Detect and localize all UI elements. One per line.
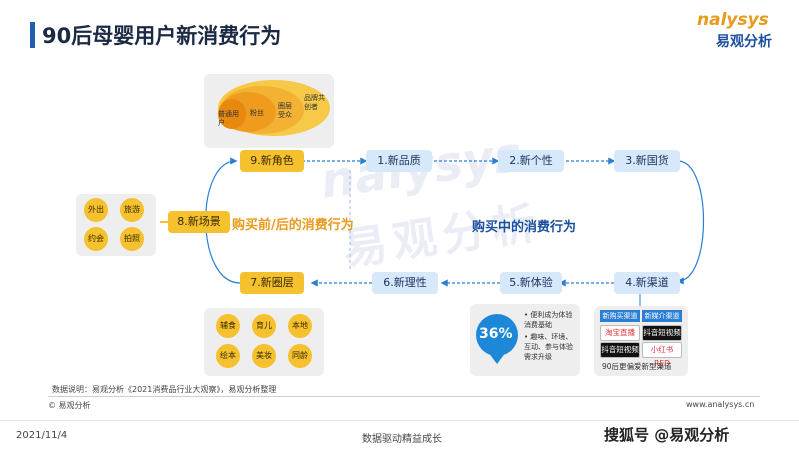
circle-picturebook: 绘本 bbox=[216, 344, 240, 368]
step-4-new-channel: 4.新渠道 bbox=[614, 272, 680, 294]
step-8-new-scene: 8.新场景 bbox=[168, 211, 230, 233]
channel-taobao-live: 淘宝直播 bbox=[600, 325, 640, 341]
footer-divider bbox=[48, 396, 760, 397]
channel-panel: 新购买渠道 新媒介渠道 淘宝直播 抖音短视频 抖音短视频 小红书RED 90后更… bbox=[594, 306, 688, 376]
step-2-new-personality: 2.新个性 bbox=[498, 150, 564, 172]
step-5-new-experience: 5.新体验 bbox=[500, 272, 562, 294]
in-purchase-label: 购买中的消费行为 bbox=[472, 220, 577, 235]
onion-label-4: 品牌共创者 bbox=[304, 94, 325, 111]
footer-date: 2021/11/4 bbox=[16, 430, 68, 441]
step-3-new-domestic: 3.新国货 bbox=[614, 150, 680, 172]
channel-header-media: 新媒介渠道 bbox=[642, 310, 682, 322]
channel-douyin-2: 抖音短视频 bbox=[600, 342, 640, 358]
brand-logo-cn: 易观分析 bbox=[716, 34, 772, 50]
circle-beauty: 美妆 bbox=[252, 344, 276, 368]
experience-panel: 36% • 便利成为体验消费基础 • 趣味、环境、互动、参与体验需求升级 bbox=[470, 304, 580, 376]
website: www.analysys.cn bbox=[686, 400, 755, 409]
experience-bullet-1: • 便利成为体验消费基础 bbox=[524, 311, 573, 329]
page-title: 90后母婴用户新消费行为 bbox=[42, 24, 282, 48]
circle-peer: 同龄 bbox=[288, 344, 312, 368]
step-6-new-rational: 6.新理性 bbox=[372, 272, 438, 294]
circle-parenting: 育儿 bbox=[252, 314, 276, 338]
footer-center: 数据驱动精益成长 bbox=[362, 434, 442, 445]
onion-label-2: 粉丝 bbox=[250, 109, 264, 117]
step-9-new-role: 9.新角色 bbox=[240, 150, 304, 172]
onion-diagram bbox=[218, 80, 330, 136]
title-accent-bar bbox=[30, 22, 35, 48]
experience-bullet-2: • 趣味、环境、互动、参与体验需求升级 bbox=[524, 333, 573, 361]
pre-post-purchase-label: 购买前/后的消费行为 bbox=[232, 218, 354, 233]
circle-local: 本地 bbox=[288, 314, 312, 338]
channel-douyin-1: 抖音短视频 bbox=[642, 325, 682, 341]
scene-circle-date: 约会 bbox=[84, 227, 108, 251]
role-panel: 普通用户 粉丝 圈层受众 品牌共创者 bbox=[204, 74, 334, 148]
channel-caption: 90后更偏爱新型渠道 bbox=[602, 362, 672, 371]
scene-circle-photo: 拍照 bbox=[120, 227, 144, 251]
channel-xiaohongshu: 小红书RED bbox=[642, 342, 682, 368]
source-note: 数据说明：易观分析《2021消费品行业大观察》，易观分析整理 bbox=[52, 385, 277, 394]
scene-panel: 外出 旅游 约会 拍照 bbox=[76, 194, 156, 256]
channel-header-purchase: 新购买渠道 bbox=[600, 310, 640, 322]
step-7-new-circle: 7.新圈层 bbox=[240, 272, 304, 294]
experience-percent: 36% bbox=[479, 326, 513, 342]
onion-label-3: 圈层受众 bbox=[278, 102, 292, 119]
scene-circle-travel: 旅游 bbox=[120, 198, 144, 222]
footer-attribution: 搜狐号 @易观分析 bbox=[604, 426, 730, 444]
copyright: © 易观分析 bbox=[48, 401, 91, 410]
brand-logo-text: nalysys bbox=[697, 10, 769, 30]
step-1-new-quality: 1.新品质 bbox=[366, 150, 432, 172]
scene-circle-outing: 外出 bbox=[84, 198, 108, 222]
circle-food: 辅食 bbox=[216, 314, 240, 338]
percent-pin-icon bbox=[476, 314, 518, 364]
circle-group-panel: 辅食 育儿 本地 绘本 美妆 同龄 bbox=[204, 308, 324, 376]
onion-label-1: 普通用户 bbox=[218, 110, 239, 127]
page-divider bbox=[0, 420, 799, 421]
